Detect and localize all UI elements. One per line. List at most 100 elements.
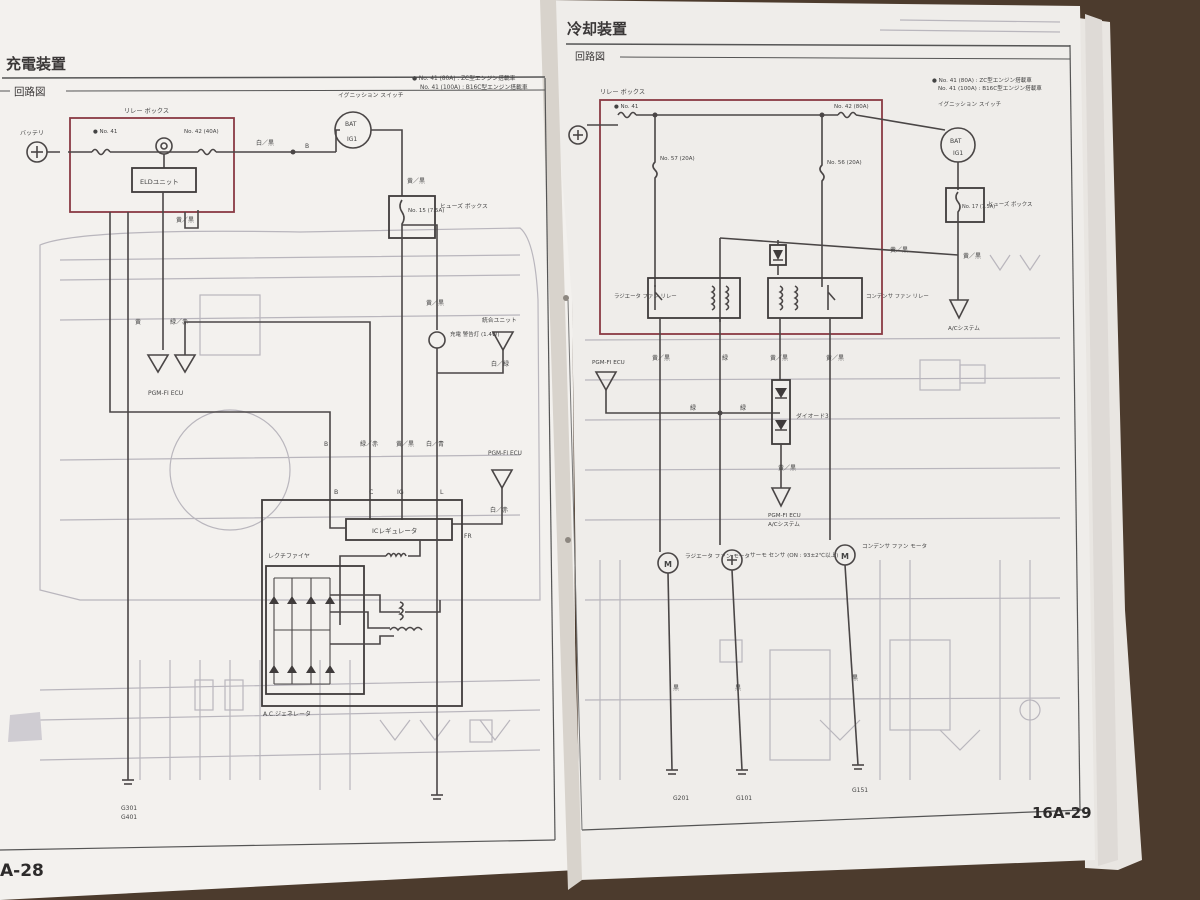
charge-lamp-label: 充電 警告灯 (1.4W) — [450, 330, 499, 338]
elc-unit — [131, 167, 197, 193]
svg-text:緑／赤: 緑／赤 — [170, 318, 188, 326]
right-output-pgm-fi: PGM-FI ECU — [768, 513, 801, 519]
diode-3-label: ダイオード3 — [796, 412, 829, 420]
svg-text:M: M — [664, 560, 672, 569]
ghost-background-diagram — [8, 227, 541, 790]
book-gutter — [540, 0, 582, 890]
radiator-fan-relay — [647, 277, 741, 319]
ground-g201: G201 — [673, 795, 689, 802]
svg-text:B: B — [324, 441, 328, 448]
right-fuse-box-label: ヒューズ ボックス — [988, 200, 1032, 208]
ground-g101: G101 — [736, 795, 752, 802]
radiator-fan-relay-label: ラジエータ ファン リレー — [614, 292, 677, 300]
right-fuse-no57: No. 57 (20A) — [660, 156, 695, 162]
left-fuse-no15: No. 15 (7.5A) — [408, 208, 444, 214]
ic-regulator-label: ICレギュレータ — [372, 526, 417, 535]
right-relay-box-label: リレー ボックス — [600, 88, 645, 96]
left-pgm-fi-ecu: PGM-FI ECU — [148, 390, 183, 397]
svg-text:IG1: IG1 — [347, 136, 357, 143]
svg-text:黄／黒: 黄／黒 — [890, 246, 908, 254]
svg-text:黄／黒: 黄／黒 — [963, 252, 981, 260]
right-note-1: ● No. 41 (80A) : ZC型エンジン搭載車 — [932, 76, 1032, 84]
right-section-title: 回路図 — [575, 50, 605, 63]
terminal-l: L — [440, 489, 444, 496]
binding-holes — [563, 295, 571, 543]
ic-regulator — [345, 518, 453, 541]
right-side-pgm-fi-ecu: PGM-FI ECU — [488, 451, 522, 457]
right-relay-box — [599, 99, 883, 335]
right-fuse-box — [945, 187, 985, 223]
svg-text:緑／赤: 緑／赤 — [360, 440, 378, 448]
combo-unit-label: 統合ユニット — [482, 316, 517, 324]
elc-unit-label: ELDユニット — [140, 178, 179, 186]
right-fuse-no56: No. 56 (20A) — [827, 160, 862, 166]
left-fuse-no41: ● No. 41 — [93, 129, 117, 135]
right-ghost-diagram — [584, 19, 1061, 780]
svg-text:白／青: 白／青 — [426, 440, 444, 448]
ground-g401: G401 — [121, 814, 137, 821]
fr-terminal-label: FR — [464, 533, 472, 540]
battery-label: バッテリ — [20, 130, 44, 137]
right-fuse-no41: ● No. 41 — [614, 104, 638, 110]
thermo-sensor-label: サーモ センサ (ON : 93±2℃以上) — [750, 551, 838, 559]
ground-g151: G151 — [852, 787, 868, 794]
combo-unit-icon — [491, 331, 515, 352]
right-page-number: 16A-29 — [1032, 804, 1092, 822]
svg-text:黄／黒: 黄／黒 — [652, 354, 670, 362]
right-output-ac: A/Cシステム — [768, 521, 800, 528]
svg-text:黒: 黒 — [852, 675, 858, 682]
condenser-fan-relay-label: コンデンサ ファン リレー — [866, 292, 929, 300]
left-note-2: No. 41 (100A) : B16C型エンジン搭載車 — [420, 83, 528, 91]
svg-text:BAT: BAT — [950, 138, 962, 145]
left-page-content: 充電装置 回路図 ● No. 41 (80A) : ZC型エンジン搭載車 No.… — [0, 55, 556, 881]
svg-text:黄: 黄 — [135, 318, 141, 326]
left-fuse-box-label: ヒューズ ボックス — [440, 202, 488, 210]
rectifier-diodes — [269, 596, 335, 673]
svg-text:IG1: IG1 — [953, 150, 963, 157]
svg-text:黄／黒: 黄／黒 — [396, 440, 414, 448]
right-pgm-fi-ecu-icon — [594, 371, 618, 392]
svg-text:黄／黒: 黄／黒 — [770, 354, 788, 362]
svg-text:BAT: BAT — [345, 121, 357, 128]
svg-text:白／黒: 白／黒 — [256, 139, 274, 147]
left-ignition-switch-label: イグニッション スイッチ — [338, 91, 404, 99]
left-note-1: ● No. 41 (80A) : ZC型エンジン搭載車 — [412, 74, 516, 82]
svg-text:白／赤: 白／赤 — [490, 506, 508, 514]
svg-text:黒: 黒 — [673, 685, 679, 692]
right-battery-icon — [568, 125, 588, 145]
right-ac-system-icon — [948, 299, 970, 320]
left-page-number: A-28 — [0, 861, 44, 881]
right-note-2: No. 41 (100A) : B16C型エンジン搭載車 — [938, 84, 1042, 92]
right-ignition-switch-label: イグニッション スイッチ — [938, 100, 1002, 108]
svg-text:緑: 緑 — [722, 354, 728, 362]
ac-generator-label: A.C.ジェネレータ — [263, 710, 311, 718]
svg-text:M: M — [841, 552, 849, 561]
svg-text:緑: 緑 — [690, 404, 696, 412]
left-relay-box — [69, 117, 235, 213]
radiator-fan-motor-label: ラジエータ ファン モータ — [685, 552, 750, 560]
left-relay-box-label: リレー ボックス — [124, 107, 169, 115]
right-output-icon — [770, 487, 792, 508]
ground-g301: G301 — [121, 805, 137, 812]
svg-text:緑: 緑 — [740, 404, 746, 412]
right-page-content: 冷却装置 回路図 ● No. 41 (80A) : ZC型エンジン搭載車 No.… — [565, 19, 1092, 831]
left-section-title: 回路図 — [14, 85, 46, 98]
rectifier-label: レクチファイヤ — [268, 553, 310, 560]
svg-text:黄／黒: 黄／黒 — [426, 299, 444, 307]
svg-text:黄／黒: 黄／黒 — [176, 216, 194, 224]
left-page-title: 充電装置 — [6, 55, 66, 73]
svg-text:白／緑: 白／緑 — [491, 360, 509, 368]
svg-text:B: B — [305, 143, 309, 150]
condenser-fan-relay — [767, 277, 863, 319]
right-fuse-no17: No. 17 (7.5A) — [962, 204, 995, 210]
left-fuse-box — [388, 195, 436, 239]
left-page — [0, 0, 577, 900]
svg-text:黒: 黒 — [735, 685, 741, 692]
stator-coils — [330, 594, 441, 645]
svg-text:黄／黒: 黄／黒 — [778, 464, 796, 472]
terminal-b: B — [334, 489, 338, 496]
svg-text:黄／黒: 黄／黒 — [407, 177, 425, 185]
right-page-title: 冷却装置 — [567, 20, 627, 38]
ac-generator-box — [261, 499, 463, 707]
right-pgm-fi-ecu-label: PGM-FI ECU — [592, 360, 625, 366]
